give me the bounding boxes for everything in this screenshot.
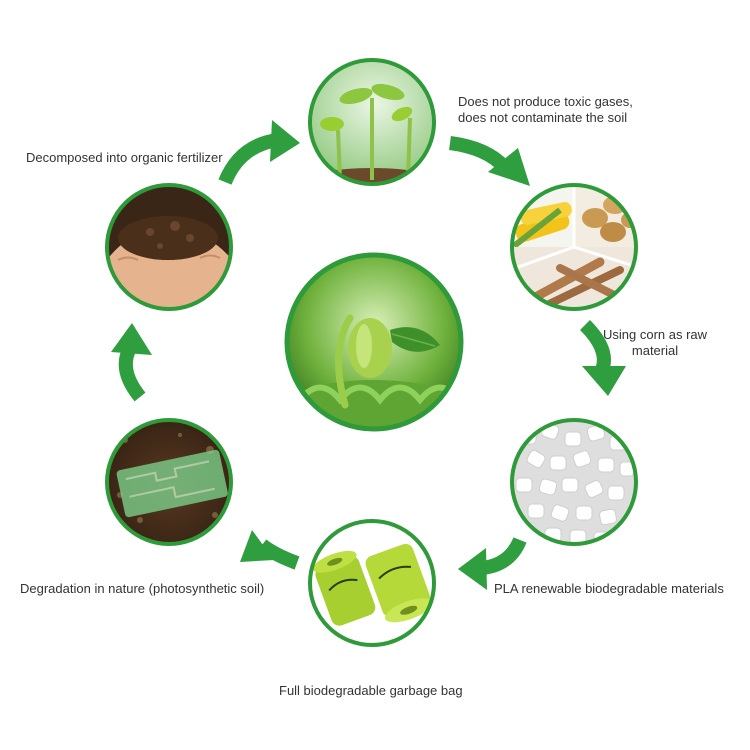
label-no-toxic: Does not produce toxic gases, does not c… xyxy=(458,94,633,126)
soil-in-hands-icon xyxy=(105,183,233,311)
corn-potato-cassava-icon xyxy=(510,183,638,311)
label-pla-text: PLA renewable biodegradable materials xyxy=(494,581,724,596)
label-fertilizer-text: Decomposed into organic fertilizer xyxy=(26,150,223,165)
seedling-sprouts-icon xyxy=(308,58,436,186)
garbage-bag-rolls-icon xyxy=(308,519,436,647)
label-degradation-text: Degradation in nature (photosynthetic so… xyxy=(20,581,265,596)
arrow-fertilizer-to-sprouts xyxy=(218,120,300,185)
arrow-pla-to-bag xyxy=(458,537,527,590)
degradation-soil-icon xyxy=(105,418,233,546)
label-bag-text: Full biodegradable garbage bag xyxy=(279,683,463,698)
label-fertilizer: Decomposed into organic fertilizer xyxy=(26,150,223,166)
label-degradation: Degradation in nature (photosynthetic so… xyxy=(20,581,264,597)
arrow-degradation-to-fertilizer xyxy=(111,323,152,402)
label-corn: Using corn as raw material xyxy=(603,327,707,359)
label-corn-line2: material xyxy=(631,343,679,358)
label-no-toxic-line2: does not contaminate the soil xyxy=(458,110,628,125)
label-no-toxic-line1: Does not produce toxic gases, xyxy=(458,94,633,109)
label-corn-line1: Using corn as raw xyxy=(603,327,708,342)
bean-sprout-icon xyxy=(284,252,464,432)
label-pla: PLA renewable biodegradable materials xyxy=(494,581,724,597)
pla-pellets-icon xyxy=(510,418,638,546)
arrow-bag-to-degradation xyxy=(240,530,300,570)
arrow-materials-to-pla xyxy=(579,320,626,396)
label-bag: Full biodegradable garbage bag xyxy=(279,683,463,699)
arrow-sprouts-to-materials xyxy=(448,136,530,186)
